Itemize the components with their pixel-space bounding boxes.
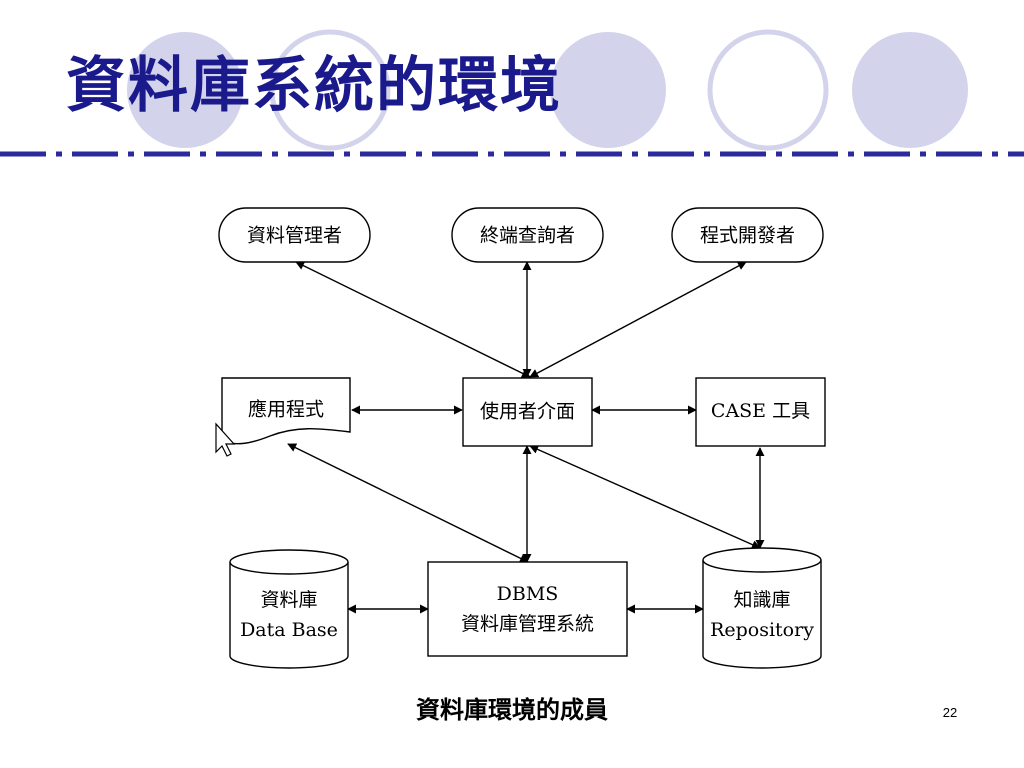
arrow-ui-repository bbox=[529, 445, 761, 549]
node-dbms: DBMS 資料庫管理系統 bbox=[427, 561, 628, 657]
node-application: 應用程式 bbox=[221, 377, 351, 445]
deco-circle-1 bbox=[127, 32, 243, 148]
node-database-label-zh: 資料庫 bbox=[260, 589, 317, 611]
node-database-label-en: Data Base bbox=[240, 619, 338, 641]
mouse-pointer-icon bbox=[215, 422, 236, 457]
node-application-label: 應用程式 bbox=[248, 398, 324, 421]
node-user-interface-label: 使用者介面 bbox=[480, 401, 575, 423]
arrow-app-dbms bbox=[287, 443, 529, 563]
node-developer-label: 程式開發者 bbox=[700, 225, 795, 247]
node-developer: 程式開發者 bbox=[671, 207, 824, 263]
header-decoration bbox=[0, 29, 1024, 157]
connectors bbox=[287, 261, 765, 614]
database-environment-diagram: 資料管理者 終端查詢者 程式開發者 應用程式 使用者介面 CASE 工具 資料庫… bbox=[215, 207, 826, 669]
slide-title: 資料庫系統的環境 bbox=[66, 51, 562, 121]
node-user-interface: 使用者介面 bbox=[462, 377, 593, 447]
node-repository-label-en: Repository bbox=[710, 619, 814, 641]
arrow-dba-ui bbox=[295, 261, 531, 378]
node-dbms-label-zh: 資料庫管理系統 bbox=[461, 613, 594, 635]
node-dba-label: 資料管理者 bbox=[247, 225, 342, 247]
node-end-user-label: 終端查詢者 bbox=[480, 225, 575, 247]
deco-circle-3 bbox=[550, 32, 666, 148]
node-case-tools-label: CASE 工具 bbox=[711, 400, 810, 422]
diagram-caption: 資料庫環境的成員 bbox=[416, 695, 608, 724]
node-repository: 知識庫 Repository bbox=[702, 547, 822, 669]
deco-circle-4 bbox=[707, 29, 829, 151]
arrow-developer-ui bbox=[529, 261, 747, 378]
node-dbms-label-en: DBMS bbox=[497, 583, 559, 605]
deco-circle-5 bbox=[852, 32, 968, 148]
page-number: 22 bbox=[942, 705, 958, 720]
node-case-tools: CASE 工具 bbox=[695, 377, 826, 447]
node-database: 資料庫 Data Base bbox=[229, 549, 349, 669]
node-repository-label-zh: 知識庫 bbox=[733, 589, 790, 611]
node-dba: 資料管理者 bbox=[218, 207, 371, 263]
node-end-user: 終端查詢者 bbox=[451, 207, 604, 263]
deco-circle-2 bbox=[269, 29, 391, 151]
